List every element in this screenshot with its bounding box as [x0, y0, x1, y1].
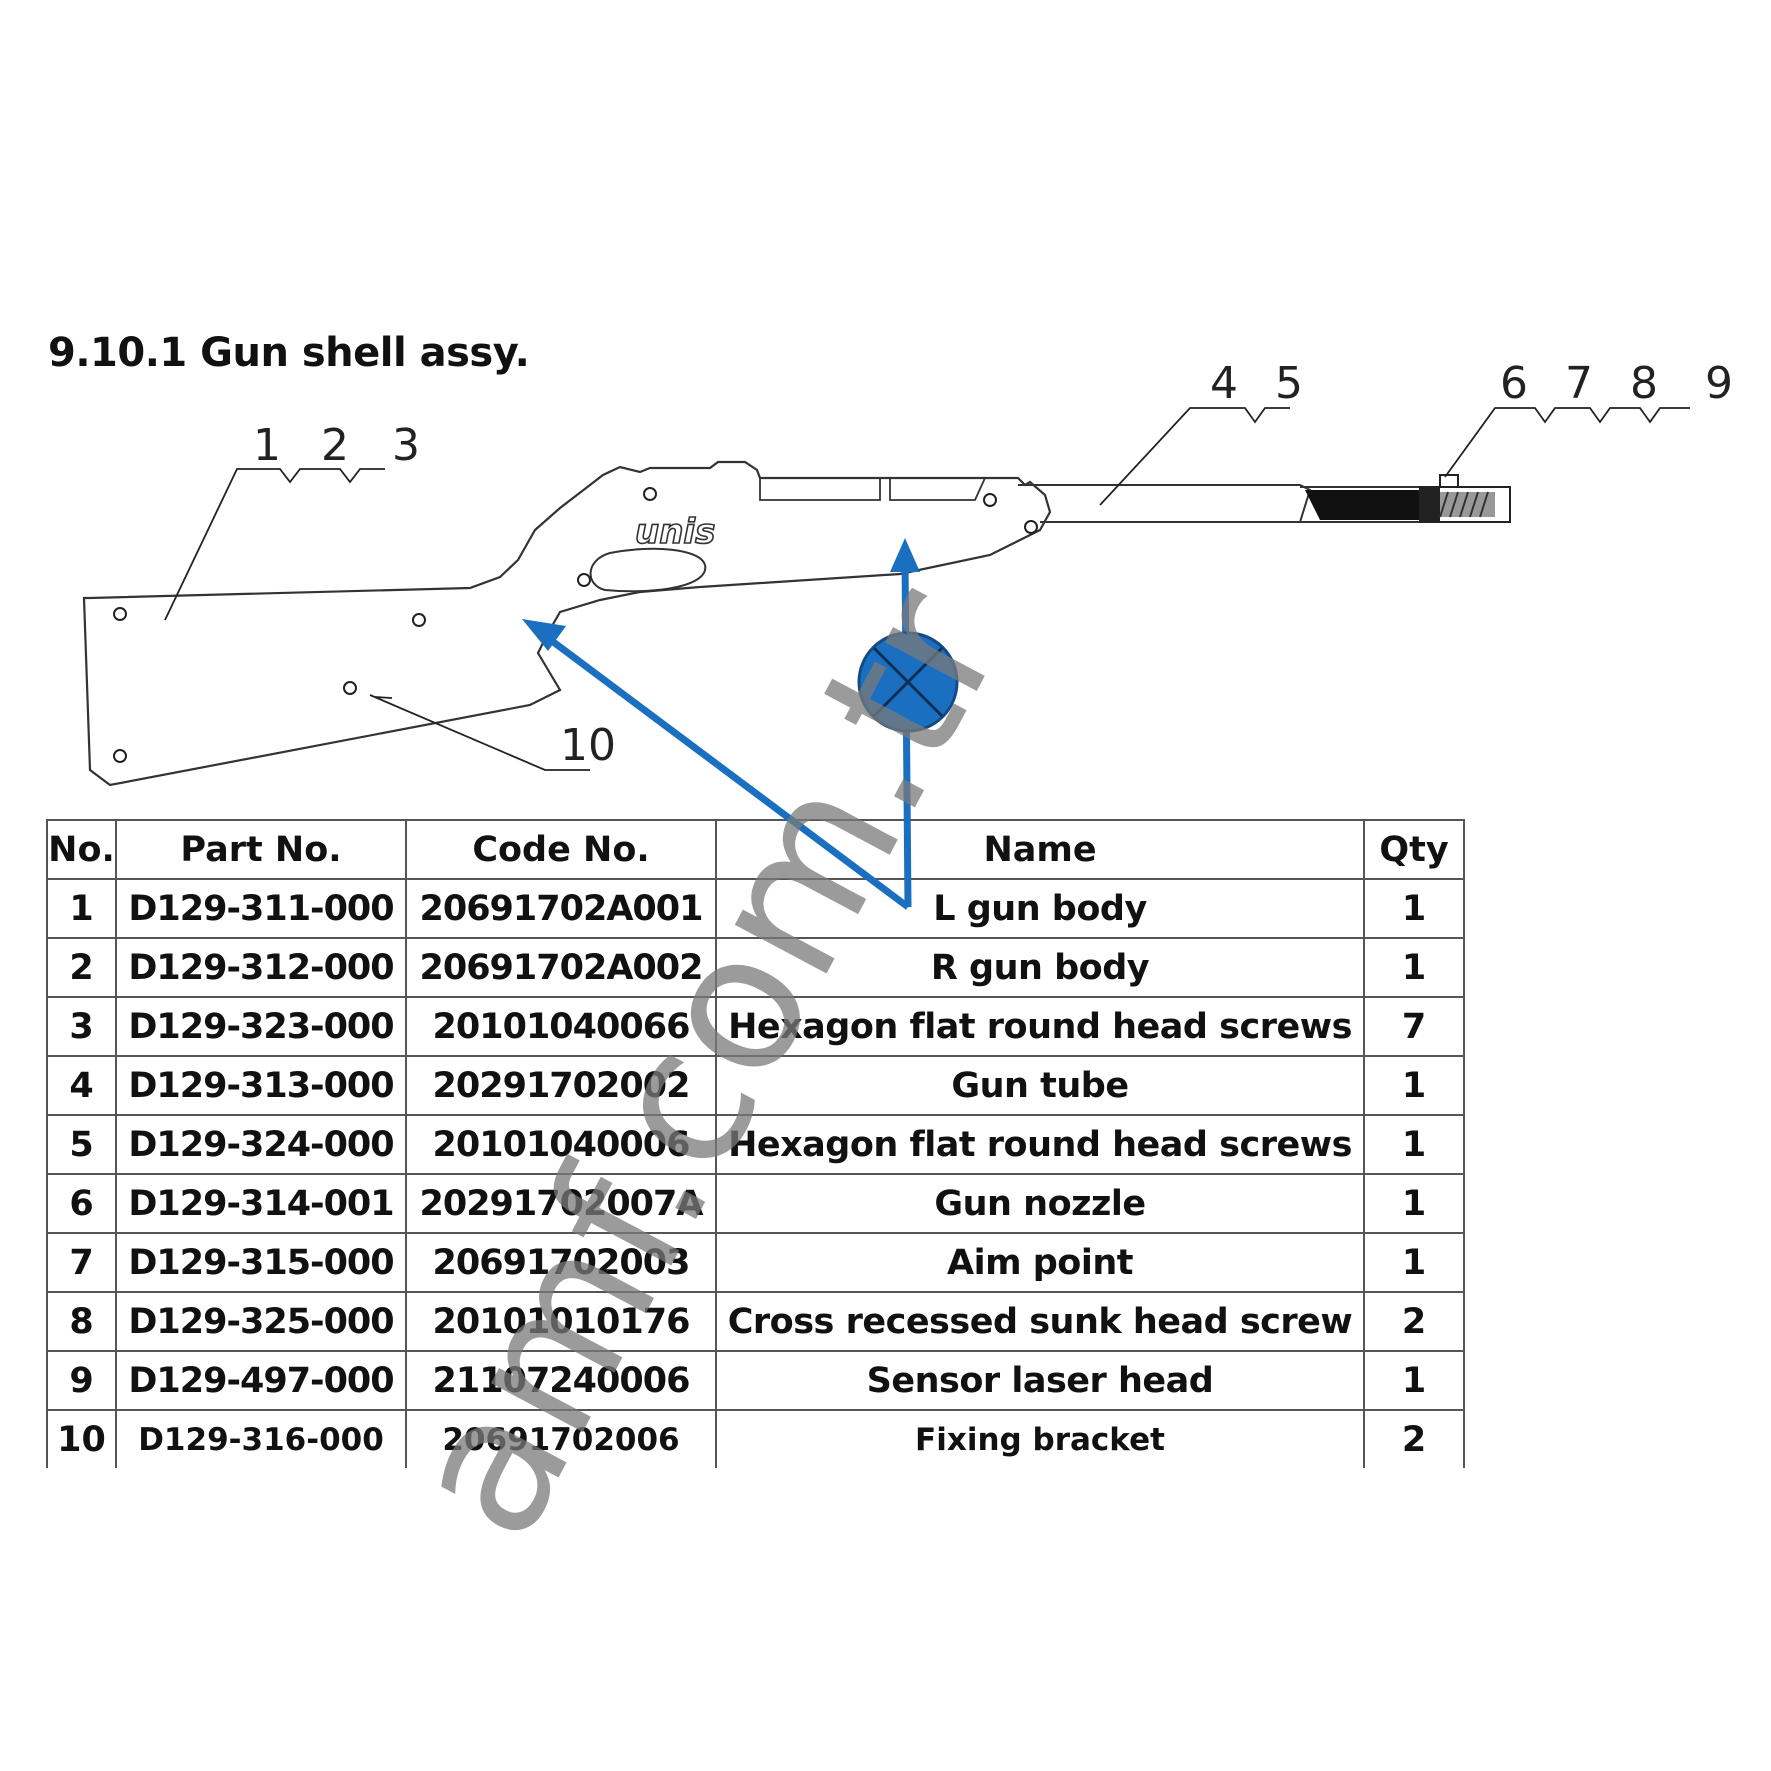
- cell-name: Gun tube: [715, 1055, 1365, 1116]
- cell-code-no: 20691702006: [405, 1409, 717, 1468]
- cell-part-no: D129-315-000: [115, 1232, 407, 1293]
- callout-2: 2: [321, 420, 349, 471]
- cell-qty: 1: [1363, 1055, 1465, 1116]
- header-name: Name: [715, 819, 1365, 880]
- gun-tube: [1018, 484, 1421, 523]
- cell-part-no: D129-497-000: [115, 1350, 407, 1411]
- header-qty: Qty: [1363, 819, 1465, 880]
- cell-code-no: 20691702003: [405, 1232, 717, 1293]
- callout-8: 8: [1630, 358, 1658, 409]
- cell-name: Aim point: [715, 1232, 1365, 1293]
- trigger-opening: [589, 547, 707, 593]
- cell-name: Gun nozzle: [715, 1173, 1365, 1234]
- callout-4: 4: [1210, 358, 1238, 409]
- cell-no: 9: [46, 1350, 117, 1411]
- cell-no: 3: [46, 996, 117, 1057]
- parts-table: No. Part No. Code No. Name Qty 1 D129-31…: [46, 819, 1465, 1468]
- callout-7: 7: [1565, 358, 1593, 409]
- cell-qty: 1: [1363, 1232, 1465, 1293]
- cell-qty: 2: [1363, 1409, 1465, 1468]
- cell-code-no: 20101040066: [405, 996, 717, 1057]
- callout-5: 5: [1275, 358, 1303, 409]
- cell-part-no: D129-325-000: [115, 1291, 407, 1352]
- section-title: 9.10.1 Gun shell assy.: [48, 330, 530, 376]
- cell-part-no: D129-323-000: [115, 996, 407, 1057]
- cell-name: Cross recessed sunk head screw: [715, 1291, 1365, 1352]
- cell-qty: 2: [1363, 1291, 1465, 1352]
- cell-code-no: 20101040006: [405, 1114, 717, 1175]
- cell-part-no: D129-313-000: [115, 1055, 407, 1116]
- cell-code-no: 20291702002: [405, 1055, 717, 1116]
- cell-no: 10: [46, 1409, 117, 1468]
- callout-1: 1: [253, 420, 281, 471]
- callout-6: 6: [1500, 358, 1528, 409]
- cell-no: 8: [46, 1291, 117, 1352]
- cell-qty: 1: [1363, 1350, 1465, 1411]
- cell-qty: 1: [1363, 937, 1465, 998]
- table-row: 3 D129-323-000 20101040066 Hexagon flat …: [46, 996, 1465, 1057]
- table-row: 1 D129-311-000 20691702A001 L gun body 1: [46, 878, 1465, 939]
- cell-qty: 1: [1363, 1114, 1465, 1175]
- cell-no: 2: [46, 937, 117, 998]
- cell-qty: 1: [1363, 878, 1465, 939]
- table-row: 2 D129-312-000 20691702A002 R gun body 1: [46, 937, 1465, 998]
- cell-part-no: D129-312-000: [115, 937, 407, 998]
- cell-code-no: 21107240006: [405, 1350, 717, 1411]
- cell-name: Sensor laser head: [715, 1350, 1365, 1411]
- brand-logo: unis: [635, 512, 715, 552]
- cell-code-no: 20691702A001: [405, 878, 717, 939]
- table-header-row: No. Part No. Code No. Name Qty: [46, 819, 1465, 880]
- table-row: 5 D129-324-000 20101040006 Hexagon flat …: [46, 1114, 1465, 1175]
- cell-code-no: 20291702007A: [405, 1173, 717, 1234]
- cell-no: 5: [46, 1114, 117, 1175]
- cell-qty: 1: [1363, 1173, 1465, 1234]
- cell-part-no: D129-311-000: [115, 878, 407, 939]
- callout-9: 9: [1705, 358, 1733, 409]
- table-row: 10 D129-316-000 20691702006 Fixing brack…: [46, 1409, 1465, 1468]
- cell-name: Hexagon flat round head screws: [715, 996, 1365, 1057]
- table-row: 6 D129-314-001 20291702007A Gun nozzle 1: [46, 1173, 1465, 1234]
- cell-name: R gun body: [715, 937, 1365, 998]
- header-part-no: Part No.: [115, 819, 407, 880]
- callout-10: 10: [560, 720, 616, 771]
- cell-no: 7: [46, 1232, 117, 1293]
- screw-markers: [113, 487, 1038, 763]
- cell-name: Hexagon flat round head screws: [715, 1114, 1365, 1175]
- cell-part-no: D129-324-000: [115, 1114, 407, 1175]
- cell-no: 6: [46, 1173, 117, 1234]
- cell-code-no: 20691702A002: [405, 937, 717, 998]
- callout-3: 3: [392, 420, 420, 471]
- cell-no: 4: [46, 1055, 117, 1116]
- cell-part-no: D129-316-000: [115, 1409, 407, 1468]
- cell-part-no: D129-314-001: [115, 1173, 407, 1234]
- cell-name: L gun body: [715, 878, 1365, 939]
- table-row: 4 D129-313-000 20291702002 Gun tube 1: [46, 1055, 1465, 1116]
- table-row: 8 D129-325-000 20101010176 Cross recesse…: [46, 1291, 1465, 1352]
- cell-name: Fixing bracket: [715, 1409, 1365, 1468]
- cell-qty: 7: [1363, 996, 1465, 1057]
- table-row: 7 D129-315-000 20691702003 Aim point 1: [46, 1232, 1465, 1293]
- gun-assembly-diagram: unis 1 2 3 4 5 6 7 8 9 10: [82, 358, 1733, 787]
- header-code-no: Code No.: [405, 819, 717, 880]
- table-row: 9 D129-497-000 21107240006 Sensor laser …: [46, 1350, 1465, 1411]
- cell-no: 1: [46, 878, 117, 939]
- gun-nozzle: [1419, 474, 1511, 523]
- header-no: No.: [46, 819, 117, 880]
- cell-code-no: 20101010176: [405, 1291, 717, 1352]
